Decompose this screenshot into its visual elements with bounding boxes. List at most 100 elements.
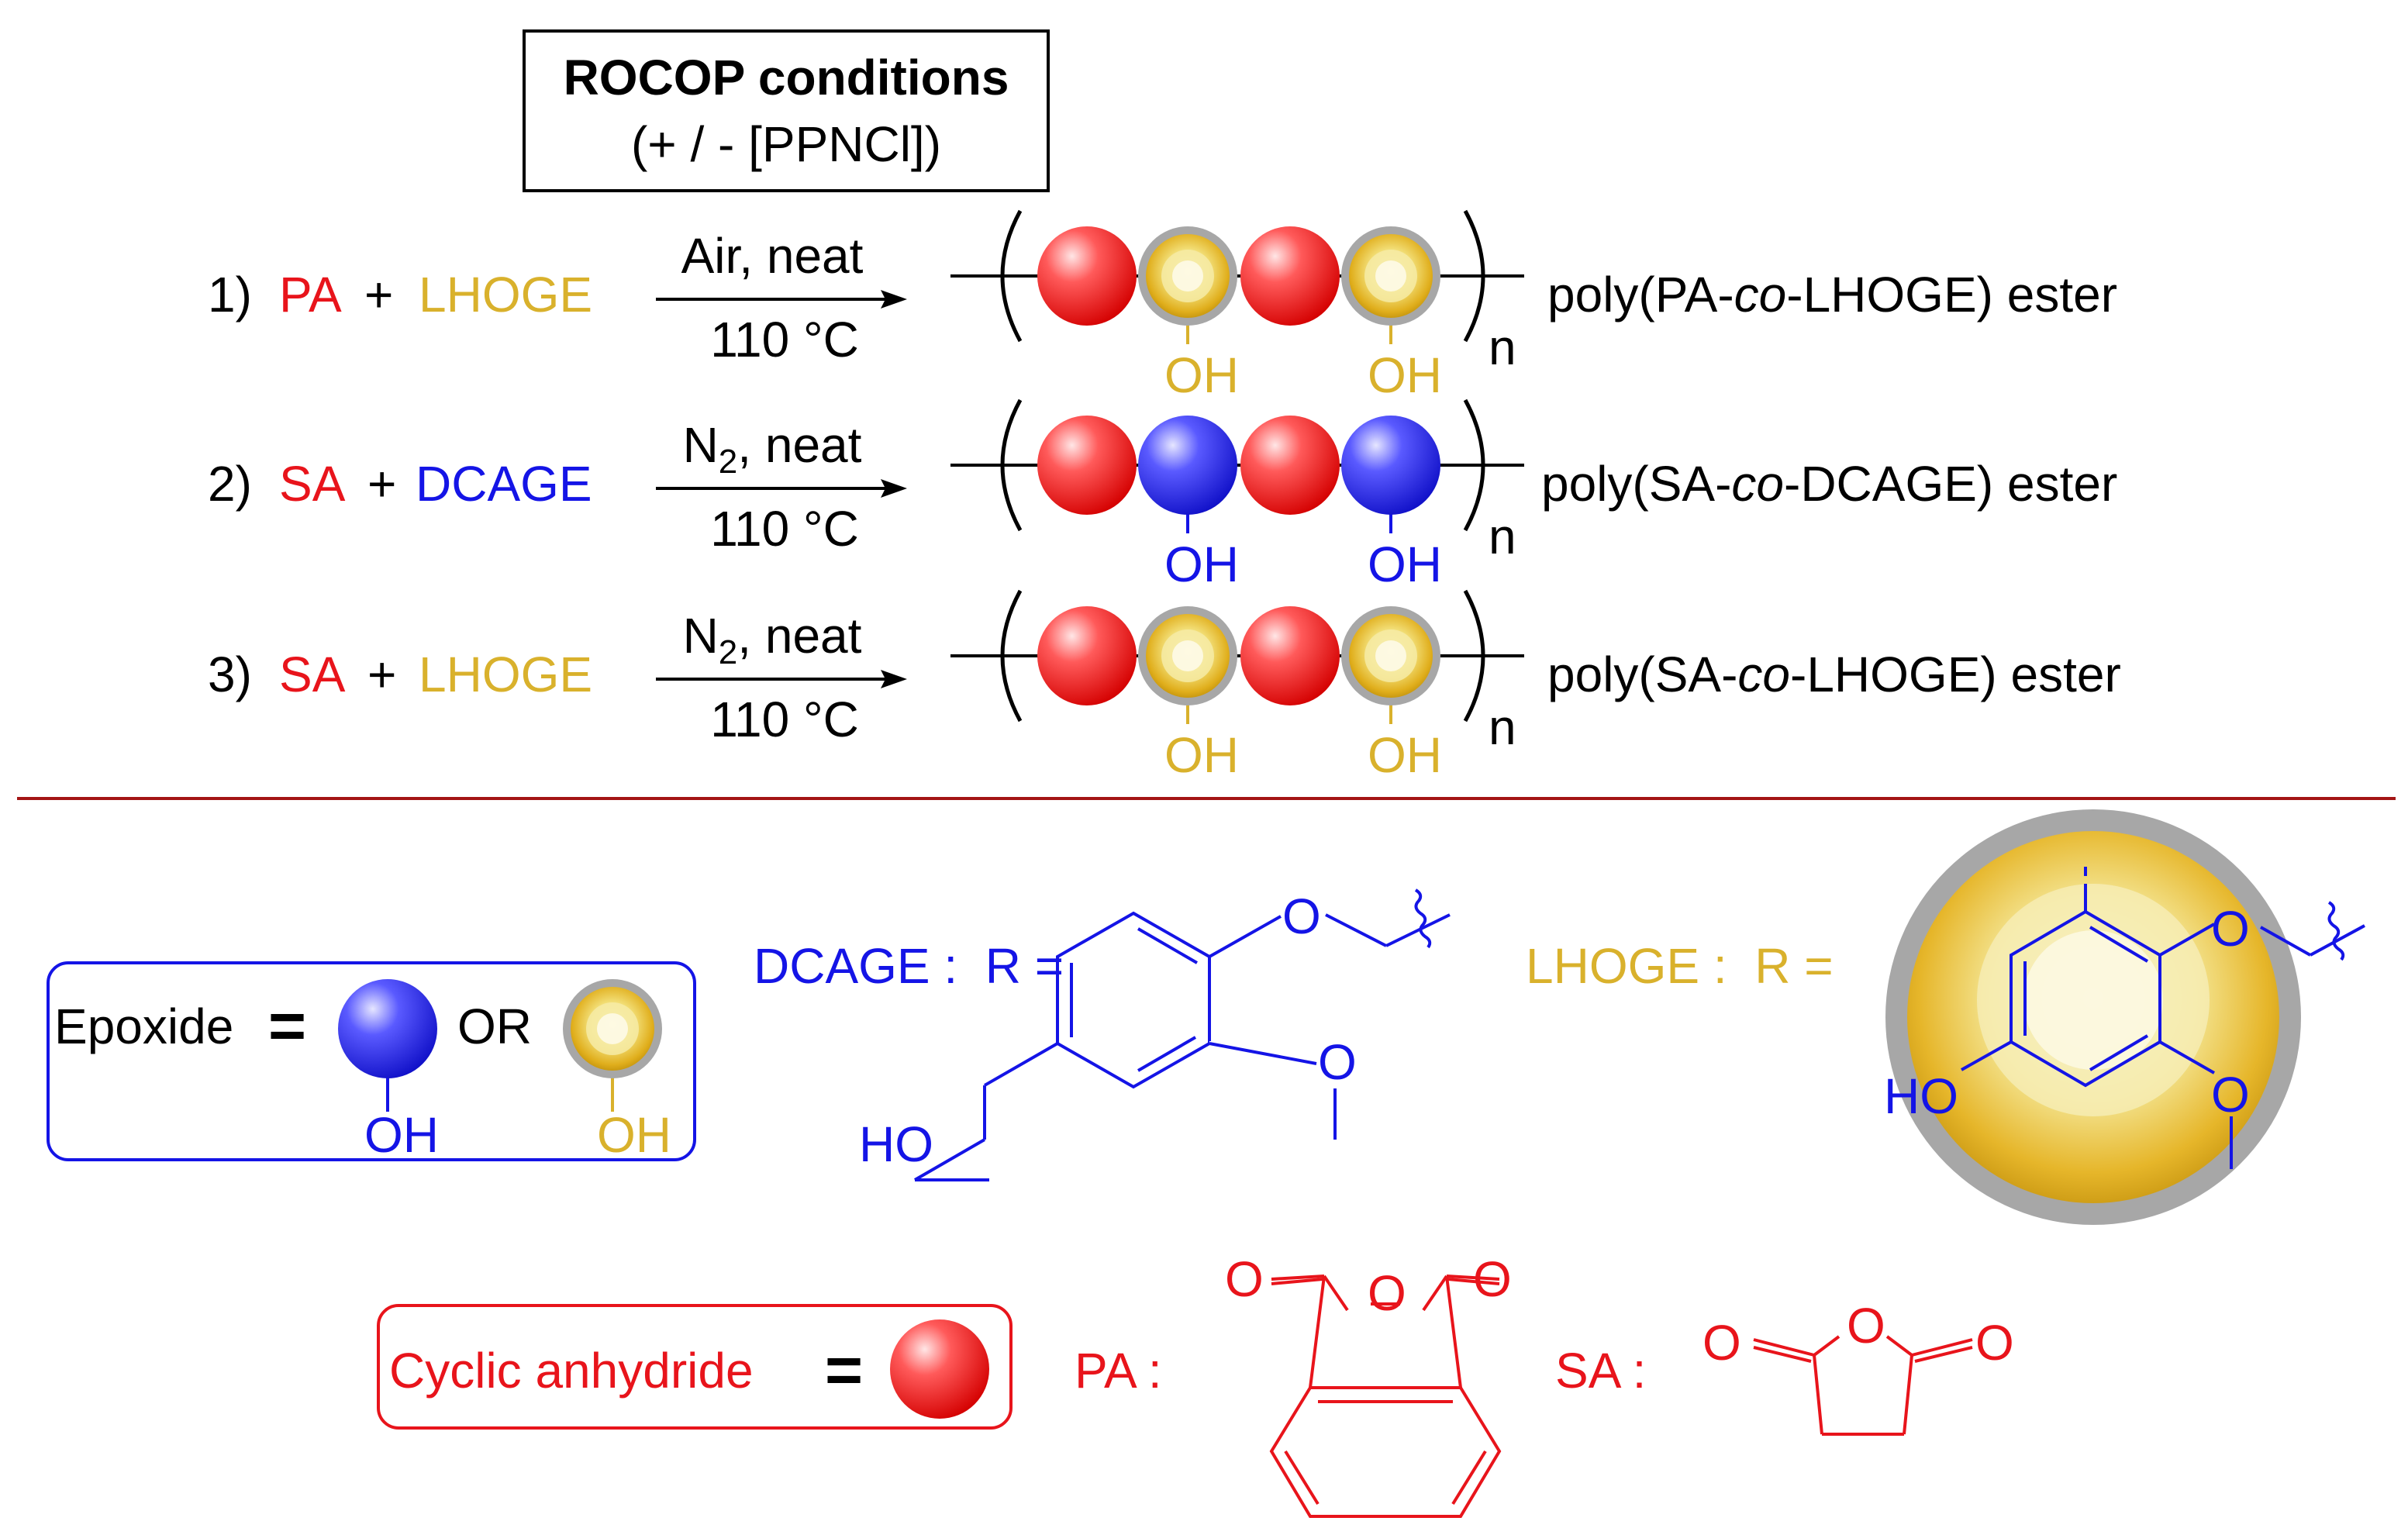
sa-ring-o: O (1847, 1298, 1885, 1354)
pa-carbonyl-o-right: O (1473, 1251, 1512, 1307)
sa-carbonyl-o-left: O (1703, 1315, 1741, 1371)
dcage-bead: OH (1341, 416, 1442, 592)
atmosphere: N (683, 417, 719, 473)
pa-ring-o: O (1368, 1265, 1406, 1321)
condition-suffix: , neat (737, 608, 861, 664)
atmosphere-subscript: 2 (719, 443, 737, 481)
product-co: co (1737, 647, 1790, 702)
anhydride-bead (1240, 416, 1340, 515)
lhoge-methoxy-o: O (2211, 1067, 2250, 1123)
bead-oh-label: OH (1368, 347, 1442, 403)
lhoge-ho: HO (1884, 1068, 1958, 1124)
bead-oh-label: OH (1368, 536, 1442, 592)
product-name: poly(PA-co-LHOGE) ester (1547, 267, 2117, 323)
reactant-plus: + (367, 456, 396, 512)
epoxide-label: Epoxide (54, 999, 233, 1054)
atmosphere: N (683, 608, 719, 664)
epoxide-equals: = (268, 989, 306, 1062)
lhoge-structure (1961, 867, 2365, 1169)
anhydride-bead (1240, 606, 1340, 705)
anhydride-legend-box (377, 1304, 1013, 1430)
reactant-plus: + (367, 647, 396, 702)
reaction-condition: N2, neat (683, 417, 862, 481)
anhydride-label: Cyclic anhydride (389, 1343, 754, 1399)
product-prefix: poly(SA- (1541, 456, 1731, 512)
conditions-box (523, 29, 1050, 192)
product-name: poly(SA-co-LHOGE) ester (1547, 647, 2121, 702)
arrow-head-icon (881, 290, 907, 309)
product-suffix: -DCAGE) ester (1784, 456, 2117, 512)
repeat-unit-n: n (1489, 699, 1516, 755)
product-name: poly(SA-co-DCAGE) ester (1541, 456, 2117, 512)
dcage-bead: OH (1138, 416, 1239, 592)
product-suffix: -LHOGE) ester (1790, 647, 2121, 702)
anhydride-bead (1037, 416, 1137, 515)
reaction-index: 3) (208, 647, 252, 702)
sa-structure (1753, 1335, 1973, 1436)
product-co: co (1734, 267, 1787, 323)
arrow-head-icon (881, 479, 907, 498)
pa-structure (1269, 1274, 1502, 1518)
reactant-epoxide: LHOGE (419, 647, 592, 702)
condition-suffix: , neat (739, 228, 863, 284)
reactant-anhydride: SA (279, 456, 346, 512)
repeat-unit-n: n (1489, 509, 1516, 564)
atmosphere-subscript: 2 (719, 633, 737, 671)
dcage-ether-o: O (1282, 888, 1321, 944)
reaction-row-1: 1) PA + LHOGE Air, neat 110 °C OH OH n poly(PA-co… (208, 209, 2117, 403)
anhydride-bead (1240, 226, 1340, 326)
dcage-ho: HO (859, 1116, 933, 1172)
bead-oh-label: OH (1368, 727, 1442, 783)
epoxide-oh-gold: OH (597, 1107, 671, 1163)
dcage-methoxy-link (1209, 1042, 1317, 1065)
bracket-left (1000, 209, 1023, 343)
pa-carbonyl-o-left: O (1225, 1251, 1264, 1307)
anhydride-symbol (890, 1319, 989, 1419)
reaction-row-2: 2) SA + DCAGE N2, neat 110 °C OH OH n poly(SA-co-… (208, 398, 2117, 592)
sa-carbonyl-o-right: O (1975, 1315, 2014, 1371)
dcage-epoxide-symbol (338, 979, 437, 1112)
lhoge-background-bead (1885, 809, 2301, 1225)
reaction-index: 2) (208, 456, 252, 512)
bracket-left (1000, 398, 1023, 532)
reaction-temperature: 110 °C (710, 501, 859, 557)
reactant-epoxide: LHOGE (419, 267, 592, 323)
product-prefix: poly(SA- (1547, 647, 1737, 702)
reaction-temperature: 110 °C (710, 312, 859, 367)
dcage-r-label: DCAGE : R = (754, 938, 1064, 994)
arrow-head-icon (881, 670, 907, 688)
reactant-epoxide: DCAGE (416, 456, 592, 512)
reactant-plus: + (364, 267, 393, 323)
conditions-subtitle: (+ / - [PPNCl]) (631, 116, 941, 172)
reaction-condition: Air, neat (681, 228, 864, 284)
anhydride-bead (1037, 606, 1137, 705)
condition-suffix: , neat (737, 417, 861, 473)
lhoge-bead: OH (1341, 606, 1442, 783)
reaction-index: 1) (208, 267, 252, 323)
pa-label: PA : (1075, 1343, 1162, 1399)
or-label: OR (457, 999, 532, 1054)
reactant-anhydride: SA (279, 647, 346, 702)
bead-oh-label: OH (1164, 536, 1239, 592)
conditions-title: ROCOP conditions (564, 50, 1009, 105)
lhoge-bead: OH (1138, 606, 1239, 783)
reaction-condition: N2, neat (683, 608, 862, 671)
product-co: co (1731, 456, 1784, 512)
lhoge-r-label: LHOGE : R = (1526, 938, 1834, 994)
dcage-structure (913, 888, 1451, 1181)
lhoge-bead: OH (1341, 226, 1442, 403)
dcage-methoxy-o: O (1318, 1034, 1357, 1090)
reactant-anhydride: PA (279, 267, 342, 323)
anhydride-equals: = (825, 1333, 863, 1406)
bead-oh-label: OH (1164, 727, 1239, 783)
lhoge-epoxide-symbol (563, 979, 662, 1112)
sa-label: SA : (1555, 1343, 1646, 1399)
product-suffix: -LHOGE) ester (1786, 267, 2117, 323)
repeat-unit-n: n (1489, 319, 1516, 375)
lhoge-ether-o: O (2211, 901, 2250, 957)
bead-oh-label: OH (1164, 347, 1239, 403)
anhydride-bead (1037, 226, 1137, 326)
reaction-rows: 1) PA + LHOGE Air, neat 110 °C OH OH n poly(PA-co… (208, 209, 2121, 783)
